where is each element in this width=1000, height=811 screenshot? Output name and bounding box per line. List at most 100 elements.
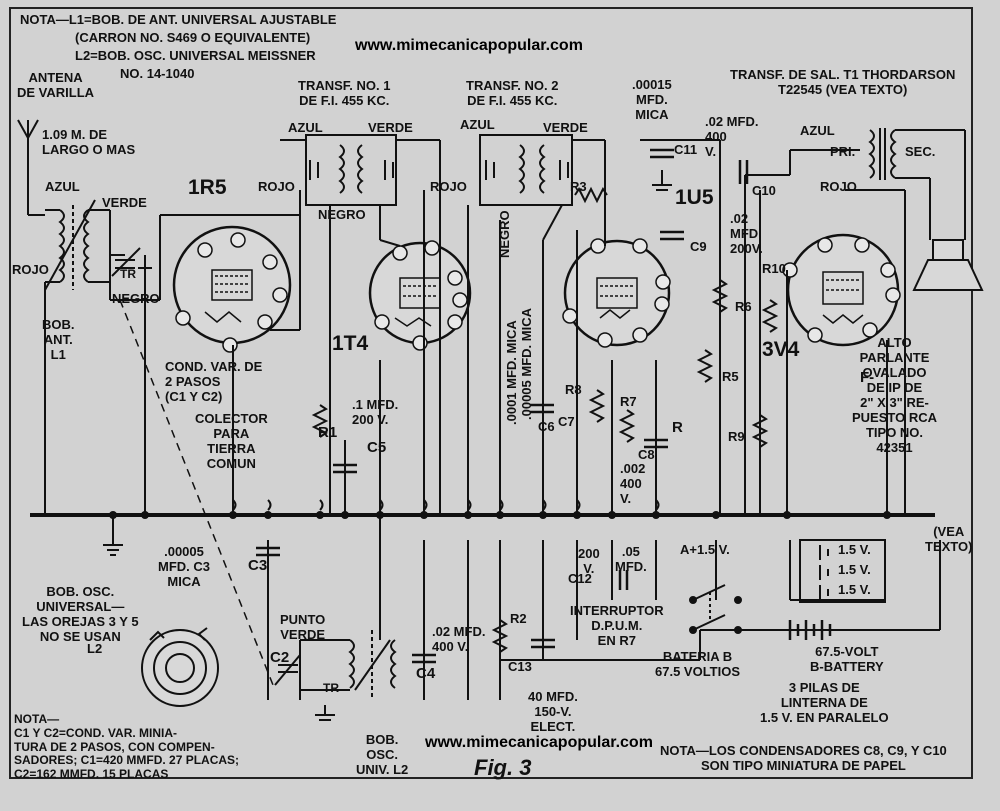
- label-c13-value: 40 MFD. 150-V. ELECT.: [528, 689, 578, 734]
- label-r9: R9: [728, 429, 745, 444]
- label-c9: C9: [690, 239, 707, 254]
- if-transformer-1: [305, 134, 397, 206]
- output-transformer: [868, 128, 966, 240]
- label-c8-value: .002 400 V.: [620, 461, 646, 506]
- label-c10: C10: [752, 183, 776, 198]
- label-cell-2: 1.5 V.: [838, 562, 871, 577]
- tube-1u5-envelope: [563, 239, 671, 347]
- label-r: R: [672, 419, 683, 436]
- label-a-plus: A+1.5 V.: [680, 542, 730, 557]
- if-transformer-2: [479, 134, 573, 206]
- antenna-symbol: [17, 119, 45, 216]
- label-c2-tr: TR: [323, 681, 339, 695]
- tube-envelopes: [172, 225, 900, 347]
- watermark-bottom[interactable]: www.mimecanicapopular.com: [425, 734, 653, 751]
- label-pri: PRI.: [830, 144, 856, 159]
- label-azul-4: AZUL: [800, 123, 835, 138]
- oscillator-coil: [299, 630, 397, 700]
- label-verde-2: VERDE: [368, 120, 413, 135]
- label-c12-value: .05 MFD.: [615, 544, 647, 574]
- tube-label-1r5: 1R5: [188, 176, 227, 199]
- ground-symbols: [103, 170, 672, 721]
- label-cond-var: COND. VAR. DE 2 PASOS (C1 Y C2): [165, 359, 263, 404]
- label-c8: C8: [638, 447, 655, 462]
- note-bottom-left: NOTA— C1 Y C2=COND. VAR. MINIA- TURA DE …: [14, 712, 240, 782]
- a-battery-cells: [799, 539, 886, 603]
- label-r3: R3: [570, 179, 587, 194]
- label-transf-1: TRANSF. NO. 1 DE F.I. 455 KC.: [298, 78, 391, 108]
- note-top-line3: L2=BOB. OSC. UNIVERSAL MEISSNER: [75, 48, 316, 63]
- label-mica-00005: .00005 MFD. MICA: [519, 308, 534, 420]
- label-c9-value: .02 MFD. 200V.: [730, 211, 763, 256]
- c2-variable-capacitor: [274, 654, 301, 686]
- label-azul-1: AZUL: [45, 179, 80, 194]
- label-antenna-length: 1.09 M. DE LARGO O MAS: [42, 127, 136, 157]
- label-azul-2: AZUL: [288, 120, 323, 135]
- label-rojo-4: ROJO: [820, 179, 857, 194]
- c1-variable-capacitor: [110, 247, 152, 515]
- tube-label-1t4: 1T4: [332, 332, 369, 355]
- label-c4-value: .02 MFD. 400 V.: [432, 624, 486, 654]
- label-c6: C6: [538, 419, 555, 434]
- b-battery: [788, 620, 832, 640]
- wire-crossovers: [232, 499, 660, 511]
- label-cell-1: 1.5 V.: [838, 542, 871, 557]
- figure-label: Fig. 3: [474, 755, 532, 780]
- label-verde-1: VERDE: [102, 195, 147, 210]
- label-negro-3: NEGRO: [497, 210, 512, 258]
- note-top-line2: (CARRON NO. S469 O EQUIVALENTE): [75, 30, 311, 45]
- label-r6: R6: [735, 299, 752, 314]
- label-r8: R8: [565, 382, 582, 397]
- label-verde-3: VERDE: [543, 120, 588, 135]
- watermark-top[interactable]: www.mimecanicapopular.com: [355, 37, 583, 54]
- label-interruptor: INTERRUPTOR D.P.U.M. EN R7: [570, 603, 664, 648]
- label-negro-2: NEGRO: [318, 207, 366, 222]
- osc-coil-socket: [141, 627, 219, 707]
- capacitors: [256, 148, 749, 664]
- label-c5-value: .1 MFD. 200 V.: [352, 397, 399, 427]
- label-r10: R10: [762, 261, 786, 276]
- label-c3: C3: [248, 557, 268, 574]
- label-r2: R2: [510, 611, 527, 626]
- label-rojo-1: ROJO: [12, 262, 49, 277]
- label-bateria-b: BATERIA B 67.5 VOLTIOS: [655, 649, 741, 679]
- note-bottom-right: NOTA—LOS CONDENSADORES C8, C9, Y C10 SON…: [660, 743, 947, 773]
- label-c11: C11: [674, 142, 698, 157]
- label-mica-0001: .0001 MFD. MICA: [504, 320, 519, 425]
- label-c11-value: .00015 MFD. MICA: [632, 77, 672, 122]
- label-bob-osc-univ: BOB. OSC. UNIV. L2: [356, 732, 409, 777]
- label-negro-1: NEGRO: [112, 291, 160, 306]
- label-rojo-3: ROJO: [430, 179, 467, 194]
- label-r1: R1: [318, 424, 338, 441]
- tube-label-3v4: 3V4: [762, 338, 800, 361]
- speaker-symbol: [912, 239, 984, 291]
- label-c10-value: .02 MFD. 400 V.: [705, 114, 759, 159]
- label-l2: L2: [87, 641, 103, 656]
- note-top-line4: NO. 14-1040: [120, 66, 195, 81]
- label-vea-texto: (VEA TEXTO): [925, 524, 973, 554]
- label-f-minus: F-: [860, 369, 875, 386]
- label-c7: C7: [558, 414, 575, 429]
- label-c3-value: .00005 MFD. C3 MICA: [158, 544, 210, 589]
- label-c1-tr: TR: [120, 267, 136, 281]
- label-pilas: 3 PILAS DE LINTERNA DE 1.5 V. EN PARALEL…: [760, 680, 889, 725]
- label-antenna: ANTENA DE VARILLA: [17, 70, 95, 100]
- label-b-battery: 67.5-VOLT B-BATTERY: [810, 644, 884, 674]
- label-cell-3: 1.5 V.: [838, 582, 871, 597]
- note-top-line1: NOTA—L1=BOB. DE ANT. UNIVERSAL AJUSTABLE: [20, 12, 337, 27]
- label-rojo-2: ROJO: [258, 179, 295, 194]
- page-frame: [9, 7, 973, 779]
- dpst-switch: [689, 584, 742, 634]
- label-c5: C5: [367, 439, 387, 456]
- label-speaker: ALTO PARLANTE OVALADO DE IP DE 2" X 3" R…: [852, 335, 937, 455]
- label-bob-ant: BOB. ANT. L1: [42, 317, 75, 362]
- label-c12: C12: [568, 571, 592, 586]
- resistors: [311, 186, 779, 653]
- label-c4: C4: [416, 665, 436, 682]
- label-bob-osc: BOB. OSC. UNIVERSAL— LAS OREJAS 3 Y 5 NO…: [22, 584, 139, 644]
- label-r5: R5: [722, 369, 739, 384]
- label-output-transformer: TRANSF. DE SAL. T1 THORDARSON T22545 (VE…: [730, 67, 956, 97]
- label-transf-2: TRANSF. NO. 2 DE F.I. 455 KC.: [466, 78, 559, 108]
